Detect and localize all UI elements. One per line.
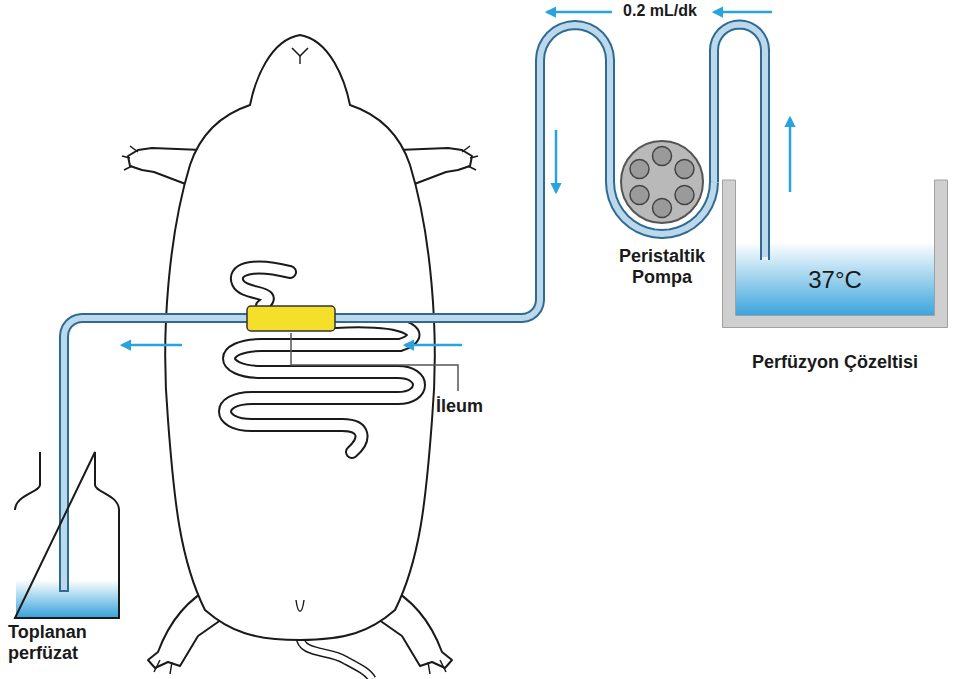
rat-body: [122, 35, 478, 679]
solution-beaker-shape: [722, 180, 948, 328]
bottle-inner: [15, 452, 119, 618]
rat-genital: [296, 600, 304, 611]
intestine-fill: [225, 321, 419, 452]
collection-bottle: Toplanan perfüzat: [14, 452, 120, 618]
perfusion-tube: [64, 25, 714, 452]
tube-wall: [64, 25, 714, 452]
flow-arrow: [555, 130, 558, 192]
rat-outline: [165, 35, 435, 640]
pump-label: Peristaltik Pompa: [590, 246, 734, 287]
peristaltic-pump: Peristaltik Pompa: [620, 140, 704, 224]
temperature-label: 37°C: [722, 266, 948, 294]
solution-label: Perfüzyon Çözeltisi: [692, 352, 957, 373]
flow-arrow: [405, 344, 462, 347]
rat-toes: [122, 146, 478, 170]
ileum-segment: [247, 306, 335, 331]
tube-inlet: [760, 180, 770, 260]
pump-roller: [675, 186, 694, 205]
collection-bottle-shape: [14, 452, 120, 618]
pump-roller: [675, 160, 694, 179]
flow-rate-label: 0.2 mL/dk: [612, 2, 708, 20]
pump-roller: [653, 199, 672, 218]
pump-roller: [653, 147, 672, 166]
pump-roller: [630, 186, 649, 205]
rat-tail-fill: [300, 636, 372, 679]
ileum-label: İleum: [436, 396, 483, 417]
flow-arrow: [714, 11, 772, 14]
rat-mouth: [299, 56, 300, 64]
tube-tip: [762, 257, 768, 260]
flow-arrow: [789, 118, 792, 192]
tube-lumen: [64, 25, 714, 452]
pump-roller: [630, 160, 649, 179]
tube-wall: [714, 25, 765, 183]
rat-mouth: [292, 48, 308, 56]
tube-inlet: [762, 180, 768, 258]
tube-lumen: [714, 25, 765, 183]
intestine-outline: [237, 268, 290, 306]
leader-line: [291, 333, 458, 391]
peristaltic-pump-shape: [620, 140, 704, 224]
flow-arrow: [547, 11, 612, 14]
beaker-wall: [723, 180, 948, 328]
pump-rotor: [621, 141, 703, 223]
rat-tail: [300, 636, 372, 679]
rat-toes: [154, 660, 446, 674]
flow-arrow: [122, 344, 182, 347]
solution-beaker: 37°CPerfüzyon Çözeltisi: [722, 180, 948, 328]
intestine-outline: [225, 321, 419, 452]
intestine: [225, 268, 419, 452]
intestine-fill: [237, 268, 290, 306]
perfusate-label: Toplanan perfüzat: [8, 622, 126, 663]
bottle-outline: [15, 452, 119, 618]
